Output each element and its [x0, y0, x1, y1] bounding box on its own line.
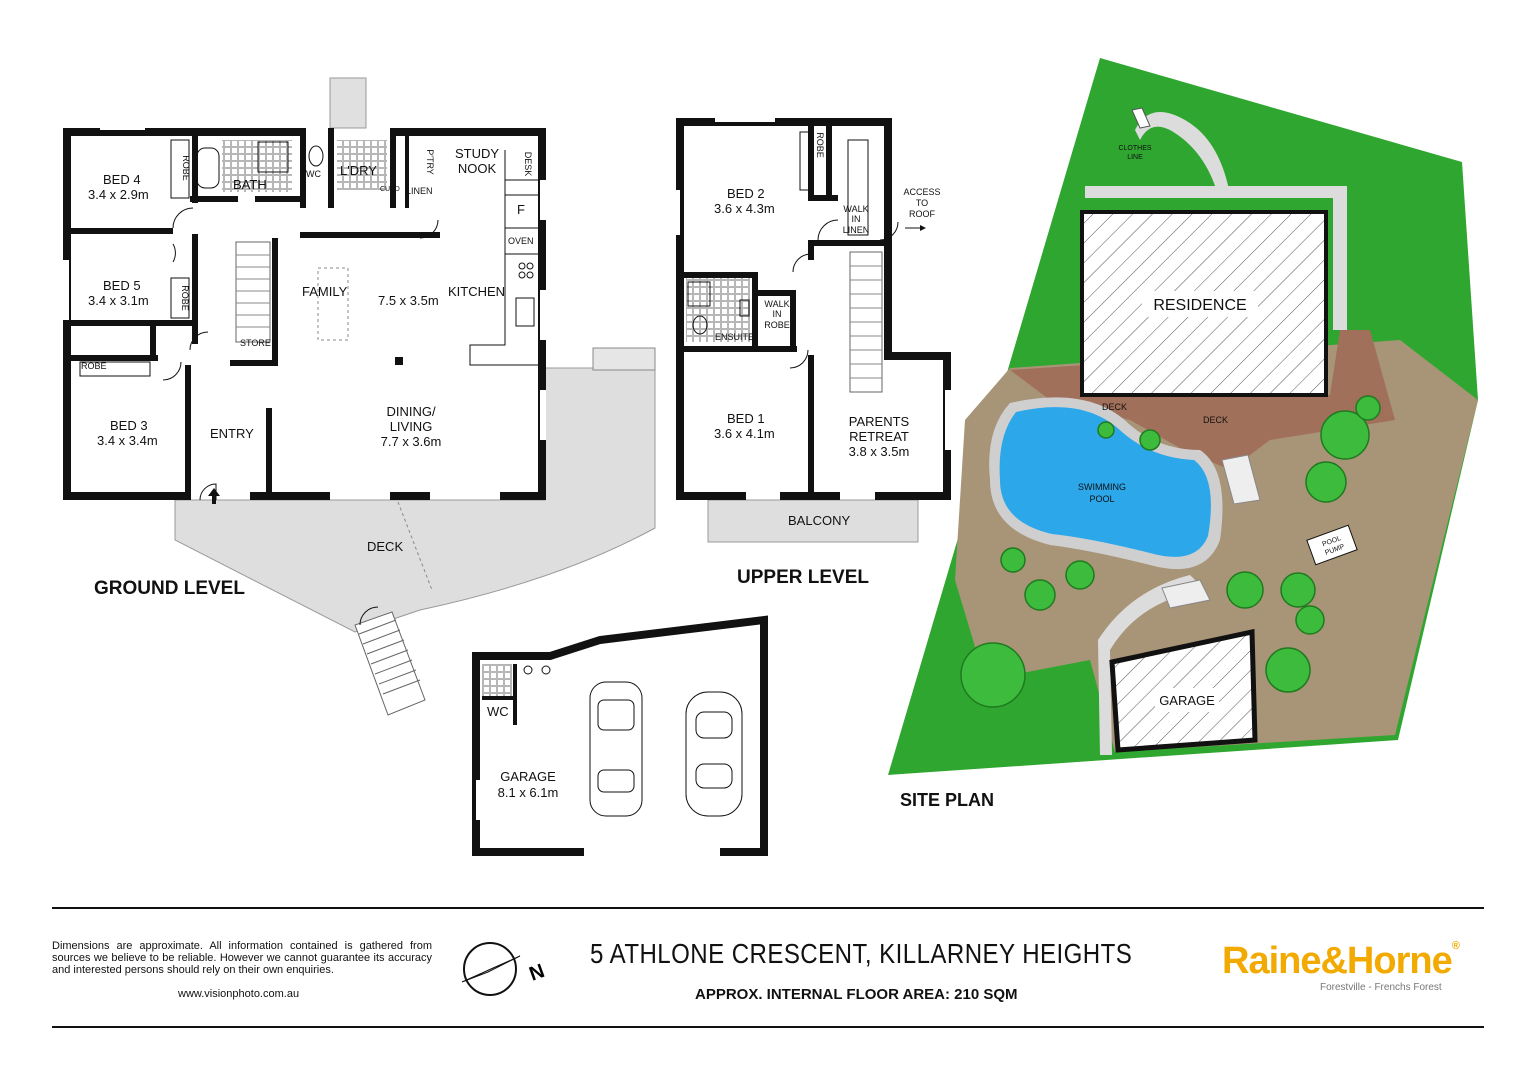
- agency-registered-mark: ®: [1451, 940, 1460, 952]
- ground-level-plan: BED 4 3.4 x 2.9m ROBE BATH WC L'DRY P'TR…: [63, 77, 656, 716]
- vision-photo-link[interactable]: www.visionphoto.com.au: [178, 988, 300, 1000]
- fridge-label: F: [517, 202, 525, 217]
- dining-label-2: LIVING: [390, 419, 433, 434]
- wc-label: WC: [306, 169, 321, 179]
- site-plan: RESIDENCE CLOTHES LINE DECK DECK SWIMMIN…: [888, 58, 1478, 810]
- bed3-robe: ROBE: [81, 361, 107, 371]
- bed4-robe: ROBE: [181, 155, 191, 181]
- ground-stairs: [235, 241, 271, 343]
- bed4-label: BED 4: [103, 172, 141, 187]
- ground-deck-stairs: [354, 611, 426, 716]
- site-plan-title: SITE PLAN: [900, 790, 994, 810]
- residence-label: RESIDENCE: [1153, 297, 1246, 314]
- disclaimer-text: Dimensions are approximate. All informat…: [52, 940, 432, 976]
- family-size: 7.5 x 3.5m: [378, 293, 439, 308]
- garage-size: 8.1 x 6.1m: [498, 785, 559, 800]
- bed2-robe: ROBE: [815, 132, 825, 158]
- bath-label: BATH: [233, 177, 267, 192]
- oven-label: OVEN: [508, 236, 534, 246]
- ground-level-title: GROUND LEVEL: [94, 578, 245, 599]
- bed3-size: 3.4 x 3.4m: [97, 433, 158, 448]
- pool-label-2: POOL: [1089, 494, 1114, 504]
- access-label-3: ROOF: [909, 209, 936, 219]
- access-label-1: ACCESS: [903, 187, 940, 197]
- upper-level-title: UPPER LEVEL: [737, 567, 869, 588]
- bed2-label: BED 2: [727, 186, 765, 201]
- family-label: FAMILY: [302, 284, 348, 299]
- ensuite-label: ENSUITE: [715, 332, 754, 342]
- desk-label: DESK: [523, 152, 533, 177]
- dining-label-1: DINING/: [386, 404, 436, 419]
- pool-label-1: SWIMMING: [1078, 482, 1126, 492]
- site-deck-left: DECK: [1102, 402, 1127, 412]
- bed3-label: BED 3: [110, 418, 148, 433]
- property-address: 5 ATHLONE CRESCENT, KILLARNEY HEIGHTS: [590, 938, 1133, 969]
- garage-wc-label: WC: [487, 704, 509, 719]
- car-sedan-icon: [589, 681, 643, 817]
- nook-label: NOOK: [458, 161, 497, 176]
- parents-label-1: PARENTS: [849, 414, 910, 429]
- entry-label: ENTRY: [210, 426, 254, 441]
- bed5-size: 3.4 x 3.1m: [88, 293, 149, 308]
- walk-in-robe-2: IN: [773, 309, 782, 319]
- garage-plan: WC GARAGE 8.1 x 6.1m: [472, 615, 768, 856]
- walk-in-linen-1: WALK: [843, 204, 868, 214]
- footer-top-rule: [52, 907, 1484, 909]
- car-sports-icon: [685, 691, 743, 817]
- walk-in-robe-3: ROBE: [764, 320, 790, 330]
- bed5-label: BED 5: [103, 278, 141, 293]
- parents-size: 3.8 x 3.5m: [849, 444, 910, 459]
- walk-in-linen-3: LINEN: [843, 225, 870, 235]
- footer-bottom-rule: [52, 1026, 1484, 1028]
- access-label-2: TO: [916, 198, 928, 208]
- bed1-size: 3.6 x 4.1m: [714, 426, 775, 441]
- upper-level-plan: BED 2 3.6 x 4.3m ROBE WALK IN LINEN ACCE…: [676, 118, 951, 588]
- bed1-label: BED 1: [727, 411, 765, 426]
- agency-name: Raine&Horne: [1222, 940, 1453, 982]
- bed5-robe: ROBE: [180, 285, 190, 311]
- parents-label-2: RETREAT: [849, 429, 909, 444]
- compass-north-letter: N: [526, 960, 547, 986]
- rear-deck: [1010, 330, 1395, 470]
- walk-in-linen-2: IN: [852, 214, 861, 224]
- clothes-line-label-1: CLOTHES: [1118, 145, 1151, 152]
- pantry-label: P'TRY: [425, 149, 435, 175]
- ground-deck-label: DECK: [367, 539, 403, 554]
- site-deck-right: DECK: [1203, 415, 1228, 425]
- study-label: STUDY: [455, 146, 499, 161]
- upper-stairs: [849, 251, 883, 393]
- laundry-label: L'DRY: [340, 163, 377, 178]
- linen-label: LINEN: [406, 186, 433, 196]
- kitchen-label: KITCHEN: [448, 284, 505, 299]
- clothes-line-label-2: LINE: [1127, 154, 1143, 161]
- cupd-label: CUPD: [380, 186, 400, 193]
- store-label: STORE: [240, 338, 271, 348]
- bed4-size: 3.4 x 2.9m: [88, 187, 149, 202]
- floor-area: APPROX. INTERNAL FLOOR AREA: 210 SQM: [695, 986, 1018, 1003]
- site-garage-label: GARAGE: [1159, 693, 1215, 708]
- garage-label: GARAGE: [500, 769, 556, 784]
- agency-logo: Raine&Horne®: [1222, 940, 1460, 983]
- balcony-label: BALCONY: [788, 513, 850, 528]
- agency-office: Forestville - Frenchs Forest: [1320, 982, 1442, 993]
- dining-size: 7.7 x 3.6m: [381, 434, 442, 449]
- pool-water: [999, 407, 1211, 557]
- tree-icon-group: [960, 395, 1381, 708]
- bed2-size: 3.6 x 4.3m: [714, 201, 775, 216]
- walk-in-robe-1: WALK: [764, 299, 789, 309]
- north-compass-icon: N: [461, 942, 548, 996]
